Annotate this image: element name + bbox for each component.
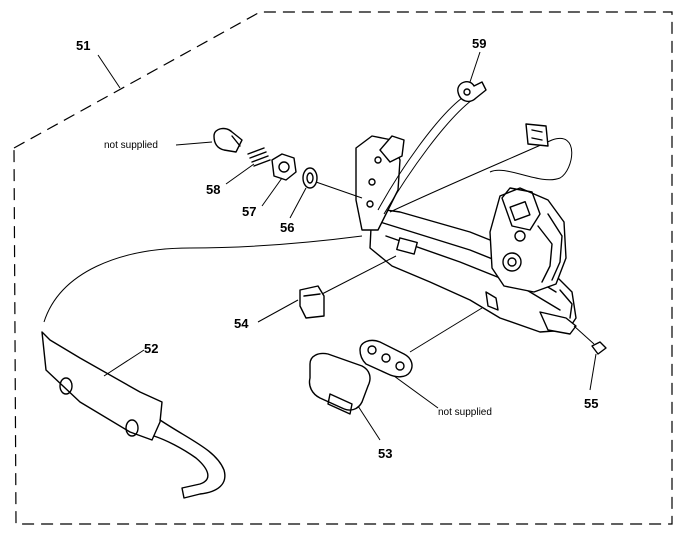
leader-51 bbox=[97, 54, 121, 89]
part-55-clip bbox=[591, 341, 607, 355]
callout-51: 51 bbox=[76, 38, 90, 53]
callout-52: 52 bbox=[144, 341, 158, 356]
part-58-spring bbox=[247, 147, 271, 167]
part-59-clip bbox=[457, 81, 487, 103]
main-handle-bracket bbox=[355, 135, 577, 335]
callout-54: 54 bbox=[234, 316, 249, 331]
wire-to-clip-2 bbox=[383, 99, 473, 215]
note-not-supplied-lower: not supplied bbox=[438, 407, 492, 418]
assembly-boundary bbox=[13, 11, 673, 525]
callout-53: 53 bbox=[378, 446, 392, 461]
part-52-strap bbox=[41, 235, 363, 499]
callout-55: 55 bbox=[584, 396, 598, 411]
callout-57: 57 bbox=[242, 204, 256, 219]
part-53-cover bbox=[308, 352, 371, 415]
part-56-washer bbox=[302, 167, 318, 189]
callout-56: 56 bbox=[280, 220, 294, 235]
wire-to-connector bbox=[389, 137, 573, 213]
wire-to-clip bbox=[377, 97, 463, 211]
part-54-block bbox=[299, 285, 325, 319]
part-57-nut bbox=[271, 153, 297, 181]
callout-58: 58 bbox=[206, 182, 220, 197]
callout-59: 59 bbox=[472, 36, 486, 51]
plate-not-supplied bbox=[359, 339, 413, 378]
part-not-supplied-screw bbox=[213, 127, 243, 153]
wire-connector bbox=[525, 123, 549, 147]
note-not-supplied-upper: not supplied bbox=[104, 140, 158, 151]
